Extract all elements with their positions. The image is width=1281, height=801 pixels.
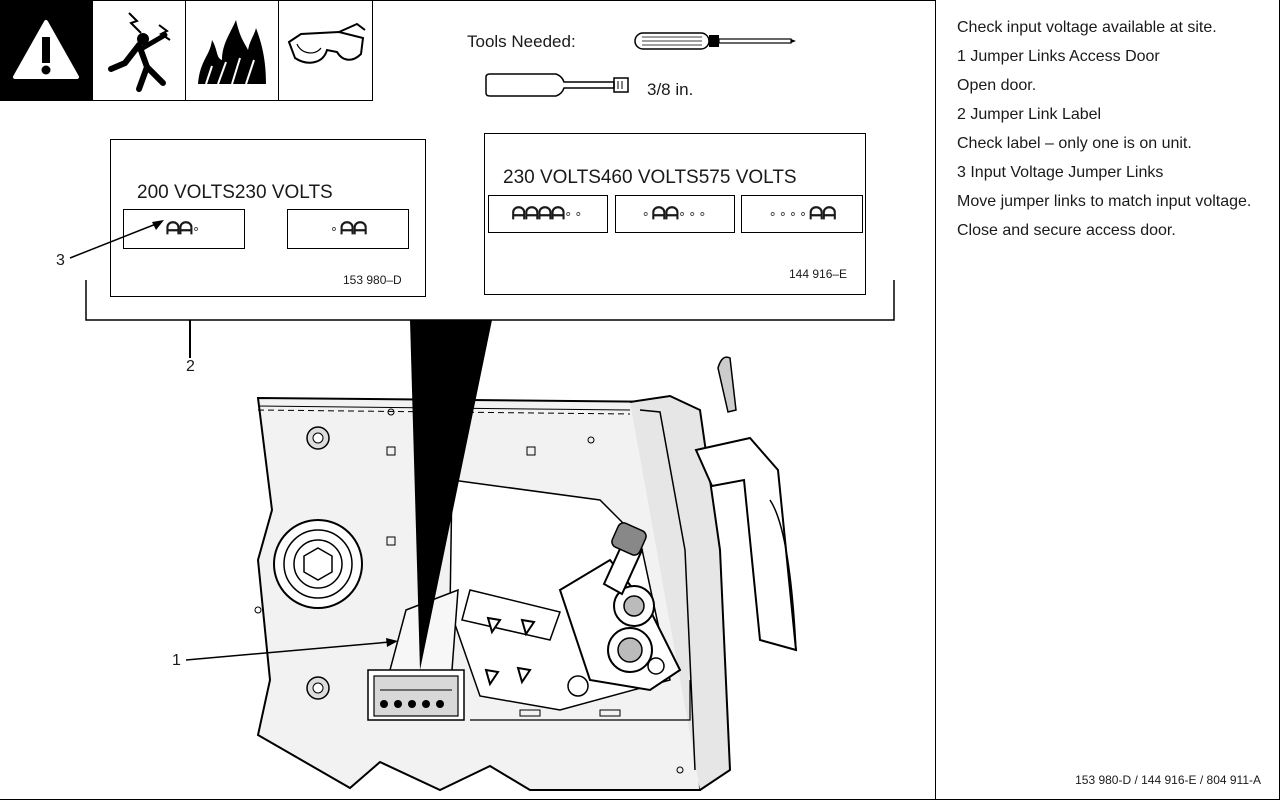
instruction-step: Open door. — [957, 77, 1037, 94]
callout-3-leader — [69, 220, 164, 259]
instructions-column: Check input voltage available at site. 1… — [957, 18, 1263, 250]
instruction-step: 3 Input Voltage Jumper Links — [957, 164, 1164, 181]
nut-driver-size: 3/8 in. — [647, 80, 694, 99]
callout-2: 2 — [186, 358, 195, 375]
instruction-step: Move jumper links to match input voltage… — [957, 193, 1252, 210]
instruction-step: Close and secure access door. — [957, 222, 1176, 239]
zoom-indicator — [410, 320, 492, 670]
tools-needed-heading: Tools Needed: — [467, 32, 576, 51]
nut-driver-icon — [485, 73, 629, 97]
instruction-step: 1 Jumper Links Access Door — [957, 48, 1160, 65]
jumper-link-460v: ∘ᗩᗩ∘∘∘ — [615, 195, 735, 233]
label-voltage-heading: 230 VOLTS460 VOLTS575 VOLTS — [503, 167, 797, 188]
callout-3: 3 — [56, 252, 65, 269]
instruction-step: Check label – only one is on unit. — [957, 135, 1192, 152]
column-divider — [935, 0, 936, 800]
callout-1-leader — [185, 638, 398, 661]
label-part-number: 144 916–E — [789, 267, 848, 281]
label-voltage-heading: 200 VOLTS230 VOLTS — [137, 182, 333, 203]
instruction-step: 2 Jumper Link Label — [957, 106, 1102, 123]
safety-glasses-icon — [279, 0, 372, 100]
jumper-link-230v: ∘ ᗩᗩ — [287, 209, 409, 249]
fire-icon — [186, 0, 279, 100]
figure-reference-code: 153 980-D / 144 916-E / 804 911-A — [1075, 773, 1261, 787]
label-part-number: 153 980–D — [343, 273, 402, 287]
jumper-link-230v: ᗩᗩᗩᗩ ∘∘ — [488, 195, 608, 233]
jumper-link-575v: ∘∘∘∘ᗩᗩ — [741, 195, 863, 233]
welder-side-panel-illustration — [254, 356, 798, 792]
callout-1: 1 — [172, 652, 181, 669]
jumper-label-200-230: 200 VOLTS230 VOLTS ᗩᗩ ∘ ∘ ᗩᗩ 153 980–D — [110, 139, 426, 297]
instruction-step: Check input voltage available at site. — [957, 19, 1217, 36]
safety-icon-strip — [0, 0, 373, 101]
top-border — [0, 0, 936, 1]
jumper-label-230-460-575: 230 VOLTS460 VOLTS575 VOLTS ᗩᗩᗩᗩ ∘∘ ∘ᗩᗩ∘… — [484, 133, 866, 295]
electric-shock-icon — [93, 0, 186, 100]
warning-icon — [0, 0, 93, 100]
jumper-link-200v: ᗩᗩ ∘ — [123, 209, 245, 249]
label-bracket — [85, 280, 895, 358]
screwdriver-icon — [634, 32, 796, 50]
